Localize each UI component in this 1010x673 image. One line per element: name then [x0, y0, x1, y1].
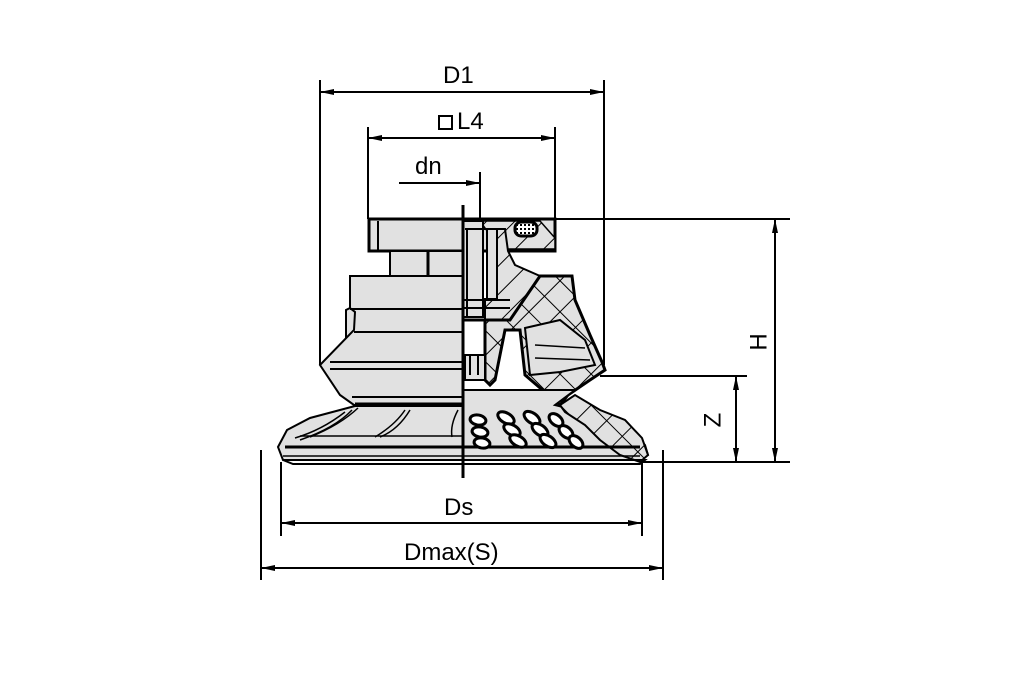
dimension-label-h: H — [745, 333, 773, 351]
dimension-label-dmax: Dmax(S) — [404, 539, 499, 566]
dimension-lines — [260, 80, 790, 580]
dimension-label-l4-text: L4 — [457, 108, 484, 135]
exterior-view — [276, 217, 465, 465]
dimension-label-l4: L4 — [438, 110, 484, 134]
dimension-label-d1: D1 — [443, 62, 474, 89]
dimension-label-z: Z — [699, 412, 727, 428]
section-view — [461, 217, 650, 465]
dimension-label-dn: dn — [415, 153, 442, 180]
square-icon — [438, 115, 453, 130]
dimension-label-ds: Ds — [444, 494, 474, 521]
